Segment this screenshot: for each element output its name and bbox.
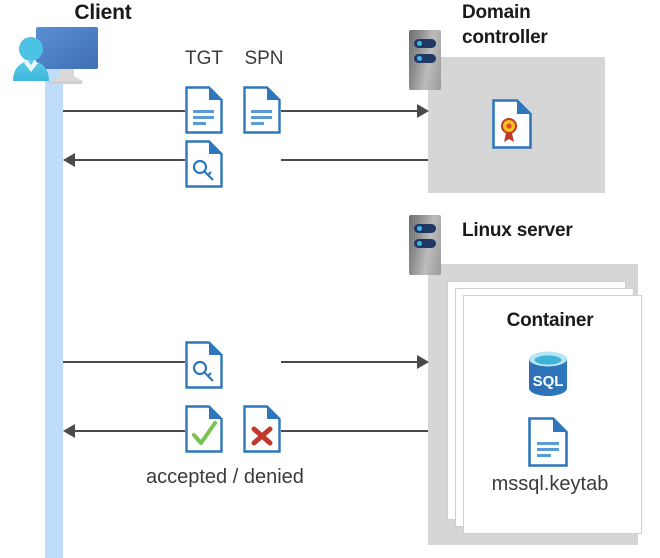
page-title-client: Client — [74, 1, 132, 24]
key-document-icon — [185, 140, 223, 188]
keytab-document-icon — [528, 417, 568, 467]
message-line-present-right — [281, 361, 418, 363]
message-line-result-right — [281, 430, 428, 432]
domain-controller-title: Domain controller — [462, 0, 622, 50]
linux-server-title: Linux server — [462, 220, 573, 241]
tgt-document-icon — [185, 86, 223, 134]
server-rack-icon — [409, 215, 441, 275]
message-line-present-left — [63, 361, 185, 363]
accepted-check-document-icon — [185, 405, 223, 453]
spn-label: SPN — [244, 48, 284, 69]
arrowhead-left-result-to-client — [63, 424, 75, 438]
domain-controller-title-line2: controller — [462, 27, 548, 48]
spn-document-icon — [243, 86, 281, 134]
message-line-ticket-right — [281, 159, 428, 161]
message-line-result-left — [75, 430, 185, 432]
svg-text:SQL: SQL — [533, 373, 564, 390]
arrowhead-right-to-domain-controller — [417, 104, 429, 118]
sql-database-icon: SQL — [524, 350, 572, 400]
accepted-denied-label: accepted / denied — [146, 466, 304, 488]
arrowhead-left-to-client — [63, 153, 75, 167]
container-card-front — [463, 295, 642, 534]
message-line-ticket-left — [75, 159, 185, 161]
client-lifeline — [45, 62, 63, 558]
container-title: Container — [506, 310, 594, 331]
keytab-label: mssql.keytab — [491, 473, 609, 495]
server-rack-icon — [409, 30, 441, 90]
arrowhead-right-to-linux-server — [417, 355, 429, 369]
certificate-document-icon — [492, 99, 532, 149]
domain-controller-title-line1: Domain — [462, 2, 531, 23]
message-line-request-right — [281, 110, 418, 112]
key-document-icon — [185, 341, 223, 389]
tgt-label: TGT — [185, 48, 223, 69]
denied-cross-document-icon — [243, 405, 281, 453]
message-line-request-left — [63, 110, 185, 112]
client-computer-icon — [10, 25, 114, 90]
